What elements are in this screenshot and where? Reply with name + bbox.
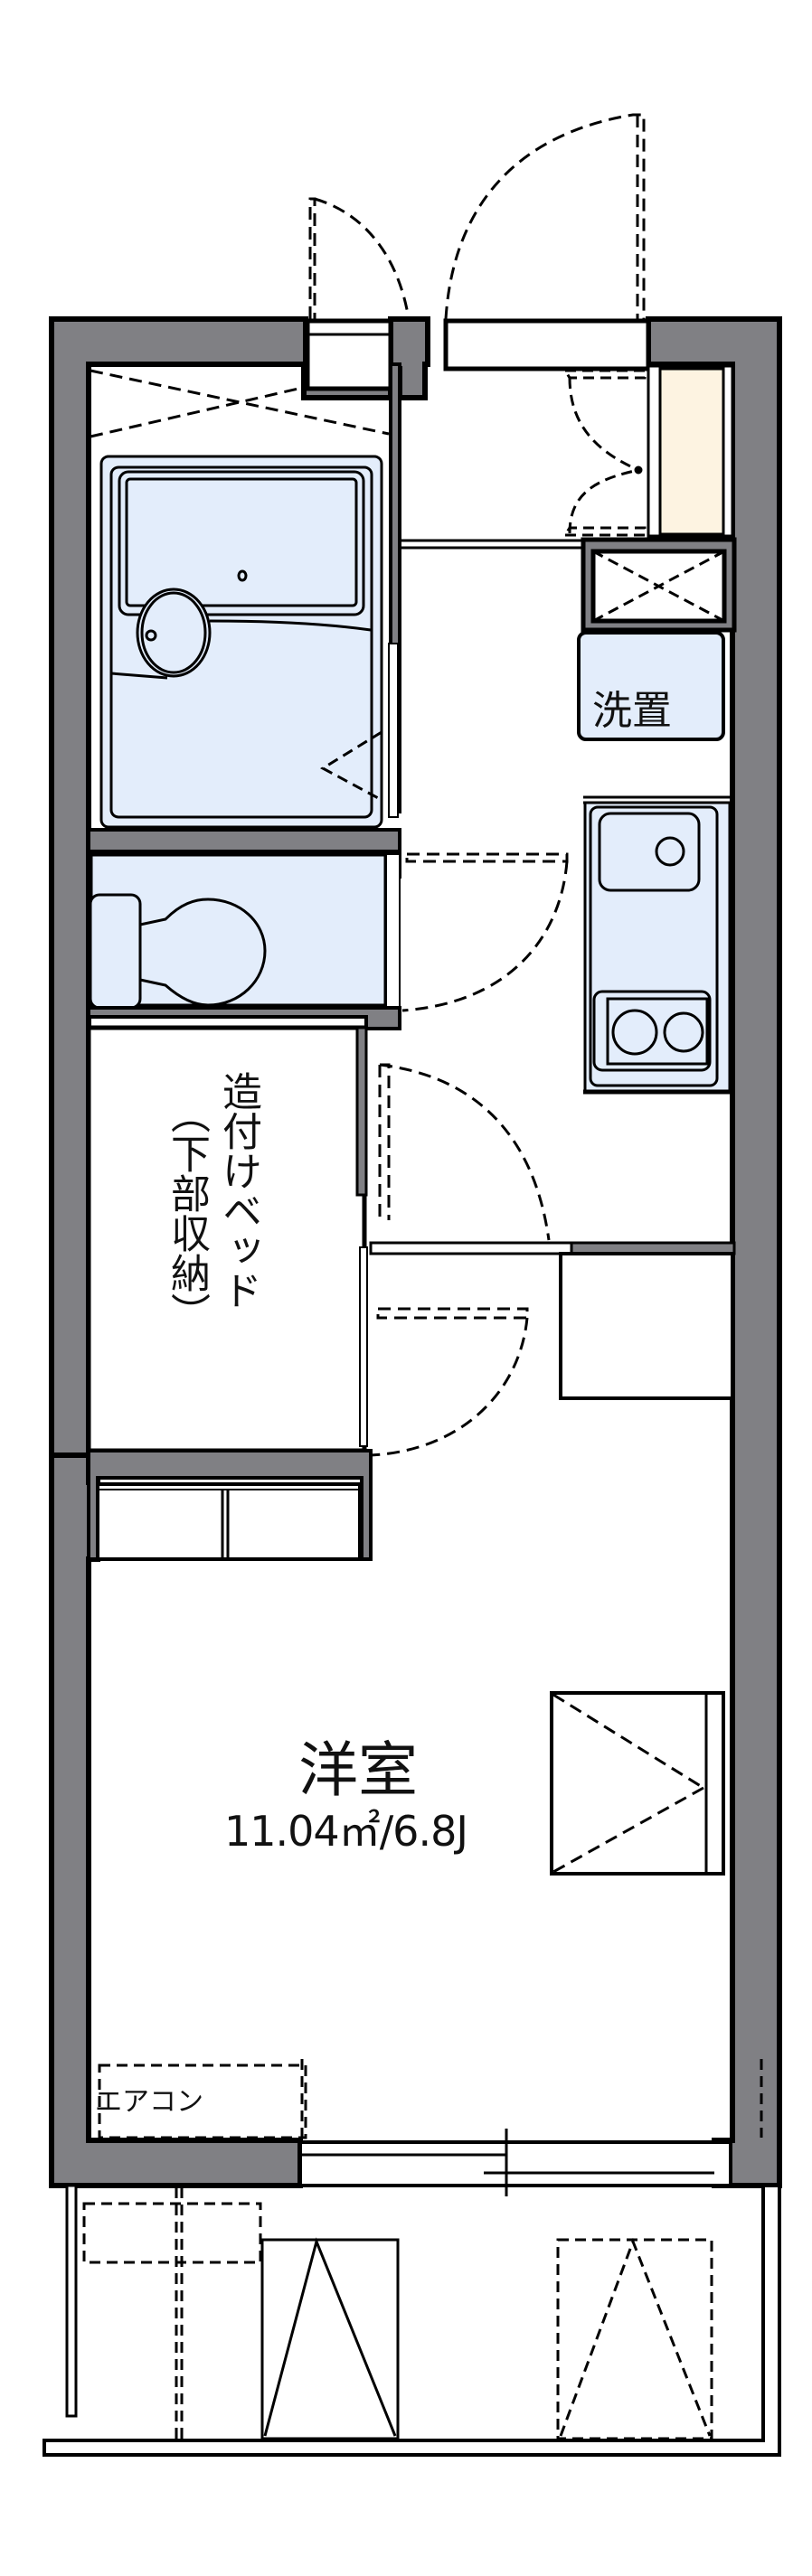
loft-bed-label: 造付けベッド	[215, 1071, 261, 1310]
kitchen	[577, 631, 732, 1095]
shoe-cabinet	[562, 364, 734, 538]
loft-bed	[86, 1025, 367, 1453]
kitchen-sink	[598, 812, 701, 892]
main-room-label: 洋室	[298, 1735, 418, 1805]
toilet	[88, 851, 389, 1010]
entrance-step	[305, 318, 651, 391]
main-room-area: 11.04㎡/6.8J	[224, 1807, 468, 1856]
washer-space-label: 洗置	[592, 688, 672, 734]
outdoor-unit	[260, 2237, 400, 2440]
aircon-label: エアコン	[95, 2086, 203, 2118]
bathroom-unit	[90, 369, 390, 829]
sliding-window	[298, 2129, 732, 2196]
outdoor-unit-dashed	[556, 2237, 713, 2440]
aircon-unit	[98, 2059, 763, 2139]
storage-box	[550, 1691, 725, 1876]
stove	[592, 990, 712, 1072]
balcony	[42, 2184, 781, 2457]
loft-bed-sublabel: （下部収納）	[164, 1094, 210, 1332]
closet	[96, 1482, 362, 1561]
pipe-shaft	[581, 537, 737, 633]
entrance-door	[308, 113, 646, 320]
